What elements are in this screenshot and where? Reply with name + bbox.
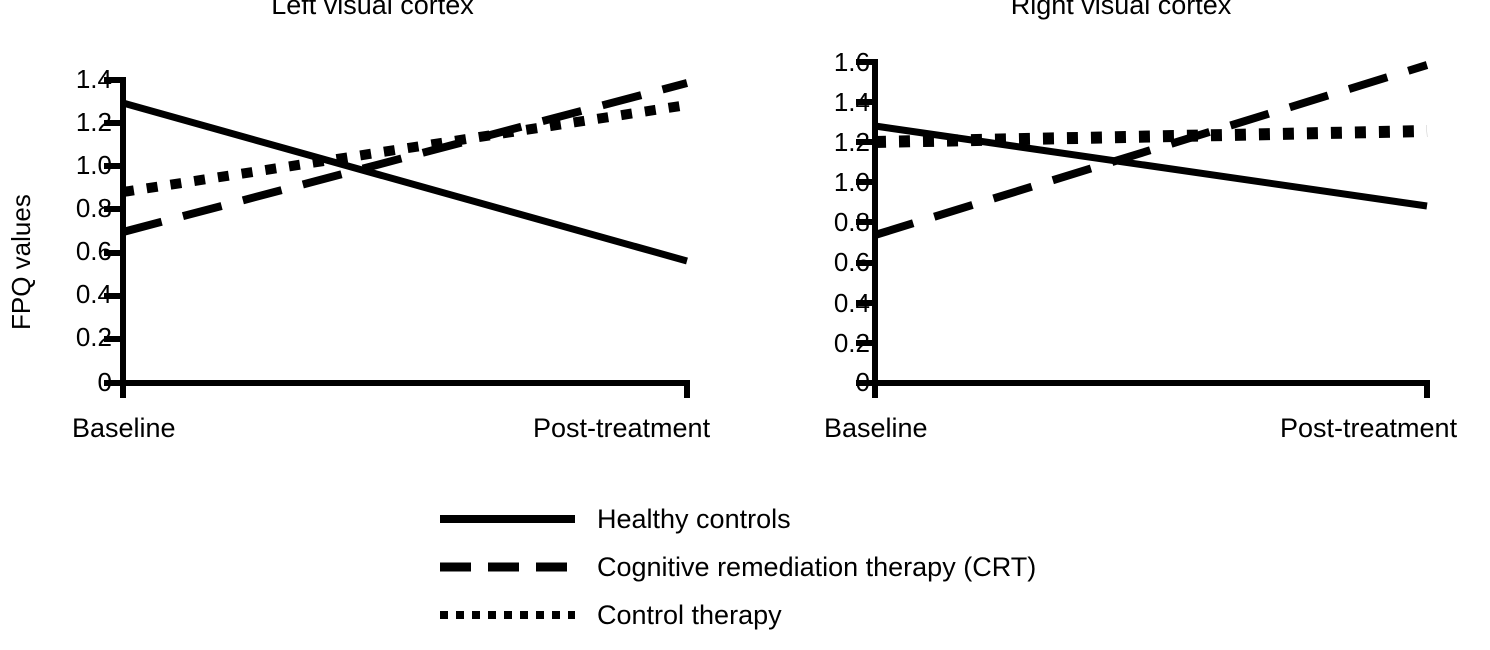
chart-panel-left-visual-cortex: Left visual cortex FPQ values 1.4 1.2 1.… xyxy=(0,0,760,470)
plot-area-right xyxy=(856,59,1430,398)
x-axis-end-caps-right xyxy=(872,383,1430,398)
plot-area-left xyxy=(104,77,690,398)
panel-title-right: Right visual cortex xyxy=(1010,0,1232,20)
x-category-label-baseline: Baseline xyxy=(824,413,928,443)
axis-lines-right xyxy=(869,59,1430,396)
chart-panel-right-visual-cortex: Right visual cortex 1.6 1.4 1.2 1.0 0.8 … xyxy=(752,0,1490,470)
legend-item-cognitive-remediation-therapy: Cognitive remediation therapy (CRT) xyxy=(440,544,1036,590)
series-line-healthy-controls xyxy=(122,99,688,265)
legend-item-healthy-controls: Healthy controls xyxy=(440,496,791,542)
series-line-healthy-controls xyxy=(874,122,1428,210)
legend-swatch-dashed-line-icon xyxy=(440,560,575,574)
x-category-label-baseline: Baseline xyxy=(72,413,176,443)
panel-title-left: Left visual cortex xyxy=(271,0,474,20)
y-tick-marks-left xyxy=(104,77,126,386)
series-line-cognitive-remediation-therapy xyxy=(873,61,1429,239)
legend-label: Healthy controls xyxy=(597,504,791,534)
legend-swatch-dotted-line-icon xyxy=(440,608,575,622)
x-axis-end-caps-left xyxy=(120,383,690,398)
y-tick-marks-right xyxy=(856,59,878,386)
legend-label: Cognitive remediation therapy (CRT) xyxy=(597,552,1037,582)
legend-label: Control therapy xyxy=(597,600,782,630)
series-line-cognitive-remediation-therapy xyxy=(121,79,689,236)
x-category-label-post-treatment: Post-treatment xyxy=(1280,413,1458,443)
legend-swatch-solid-line-icon xyxy=(440,512,575,526)
legend-item-control-therapy: Control therapy xyxy=(440,592,782,638)
chart-legend: Healthy controls Cognitive remediation t… xyxy=(0,470,1490,650)
axis-lines-left xyxy=(117,77,690,396)
series-line-control-therapy xyxy=(874,125,1428,148)
x-category-label-post-treatment: Post-treatment xyxy=(533,413,711,443)
